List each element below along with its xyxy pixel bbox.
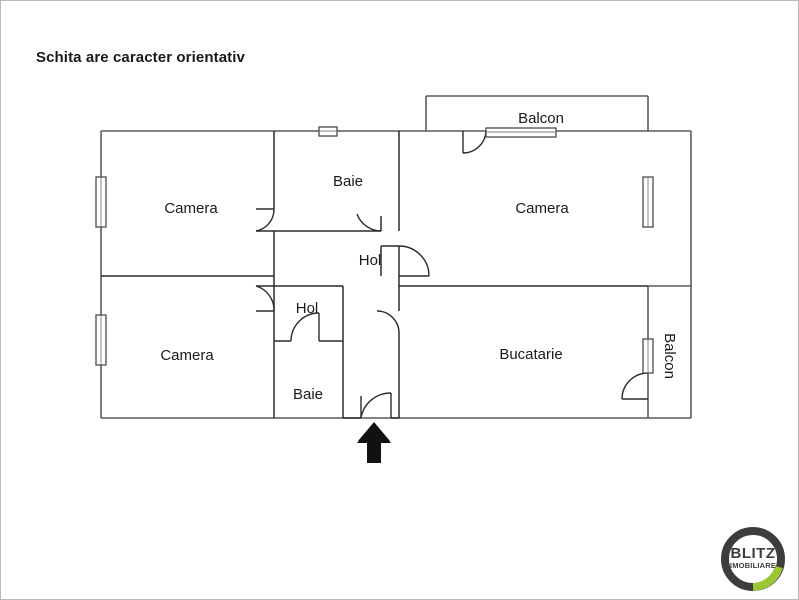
door-arc-hol-camera-right bbox=[398, 245, 430, 277]
room-label-camera-top-left: Camera bbox=[164, 200, 218, 217]
door-arc-hol-lower bbox=[290, 312, 320, 342]
window-balcon-top-icon bbox=[485, 127, 557, 138]
room-label-camera-bottom-left: Camera bbox=[160, 347, 214, 364]
windows bbox=[95, 126, 654, 374]
outer-walls bbox=[100, 95, 692, 419]
logo-primary-text: BLITZ bbox=[731, 545, 776, 562]
door-arc-entrance bbox=[360, 392, 392, 419]
room-label-balcon-top: Balcon bbox=[518, 110, 564, 127]
logo-secondary-text: IMOBILIARE bbox=[730, 561, 776, 570]
entrance-arrow-body bbox=[358, 422, 390, 463]
room-label-bucatarie: Bucatarie bbox=[499, 346, 562, 363]
interior-walls bbox=[101, 131, 648, 419]
door-arc-bucatarie bbox=[376, 310, 400, 334]
room-label-balcon-right: Balcon bbox=[661, 333, 678, 379]
door-arc-balcon-top bbox=[462, 130, 487, 154]
room-labels: Camera Camera Baie Hol Hol Baie Camera B… bbox=[160, 110, 678, 403]
entrance-arrow bbox=[357, 419, 391, 463]
door-arc-camera-tl bbox=[255, 208, 275, 232]
door-openings bbox=[255, 130, 649, 419]
window-baie-top-icon bbox=[318, 126, 338, 137]
room-label-camera-right: Camera bbox=[515, 200, 569, 217]
page-title: Schita are caracter orientativ bbox=[36, 49, 245, 66]
room-label-baie-top: Baie bbox=[333, 173, 363, 190]
window-mullions bbox=[100, 130, 649, 373]
room-label-hol-main: Hol bbox=[359, 252, 382, 269]
door-arc-camera-bl bbox=[255, 285, 275, 312]
brand-logo: BLITZ IMOBILIARE bbox=[721, 527, 785, 591]
room-label-hol-lower: Hol bbox=[296, 300, 319, 317]
door-arc-balcon-right bbox=[621, 372, 649, 400]
logo-accent-arc bbox=[752, 565, 783, 591]
door-arc-baie-top bbox=[356, 213, 382, 232]
room-label-baie-lower: Baie bbox=[293, 386, 323, 403]
